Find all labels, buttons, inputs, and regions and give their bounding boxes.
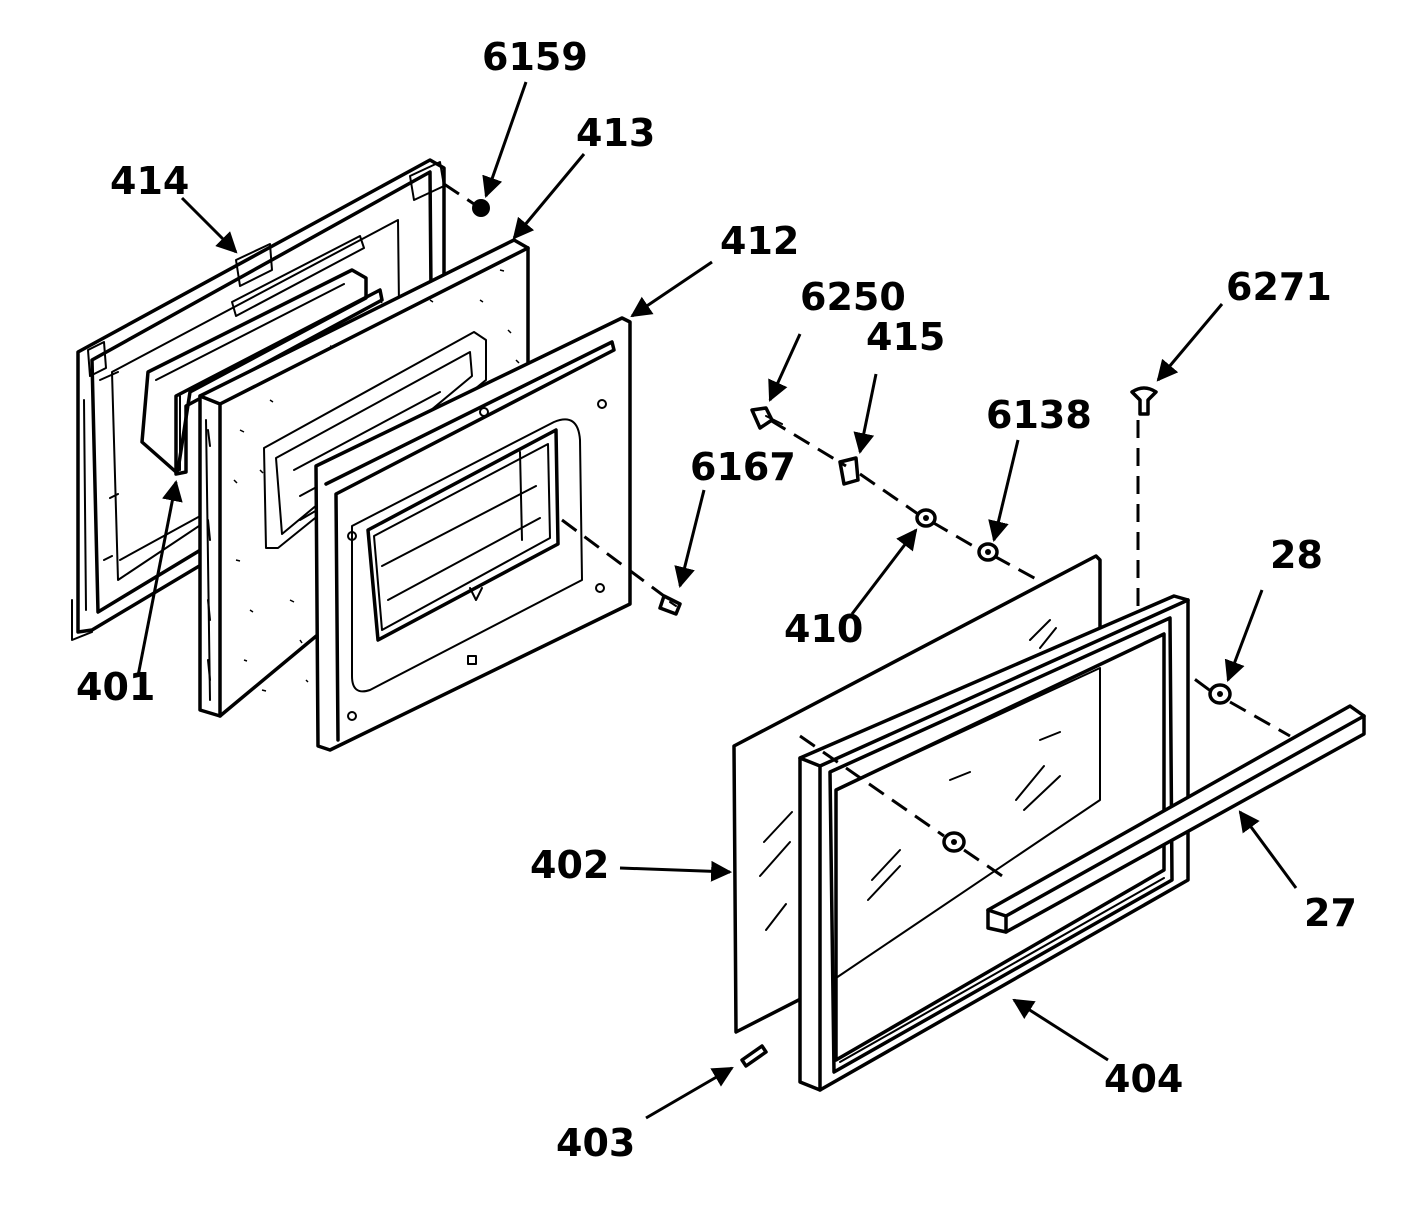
part-27-handle bbox=[986, 704, 1366, 934]
part-404-door-frame bbox=[798, 594, 1190, 1092]
callout-6271: 6271 bbox=[1226, 265, 1332, 309]
part-412-liner-panel bbox=[314, 316, 632, 752]
callout-402: 402 bbox=[530, 843, 609, 887]
callout-404: 404 bbox=[1104, 1057, 1183, 1101]
callout-412: 412 bbox=[720, 219, 799, 263]
callout-27: 27 bbox=[1304, 891, 1357, 935]
leader-arrows bbox=[136, 81, 1298, 1120]
callout-6159: 6159 bbox=[482, 35, 588, 79]
part-403-pin bbox=[740, 1044, 768, 1068]
callout-401: 401 bbox=[76, 665, 155, 709]
insulation-texture bbox=[233, 269, 520, 692]
callout-6250: 6250 bbox=[800, 275, 906, 319]
callout-414: 414 bbox=[110, 159, 189, 203]
part-401-glass-pack bbox=[140, 268, 384, 476]
callout-410: 410 bbox=[784, 607, 863, 651]
screw-6159 bbox=[443, 182, 490, 217]
callout-28: 28 bbox=[1270, 533, 1323, 577]
callout-413: 413 bbox=[576, 111, 655, 155]
screw-6271 bbox=[1130, 386, 1158, 610]
callout-415: 415 bbox=[866, 315, 945, 359]
callout-403: 403 bbox=[556, 1121, 635, 1165]
callout-6138: 6138 bbox=[986, 393, 1092, 437]
callout-6167: 6167 bbox=[690, 445, 796, 489]
callout-labels: 6159 413 414 412 6250 415 6271 6138 6167… bbox=[76, 35, 1357, 1165]
screw-6167 bbox=[561, 518, 682, 616]
